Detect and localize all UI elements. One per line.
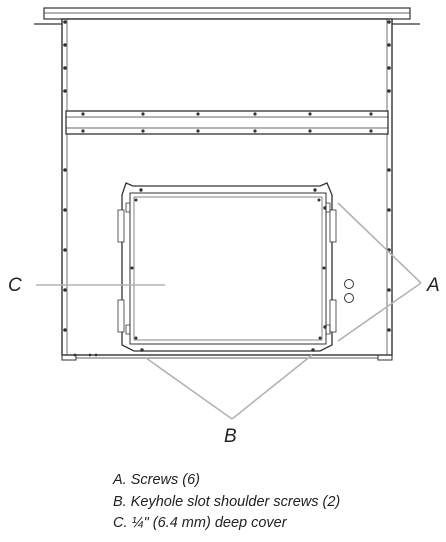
horizontal-bracket xyxy=(65,110,389,135)
callout-c: C xyxy=(8,275,22,296)
leader-lines xyxy=(36,202,422,420)
deep-cover xyxy=(117,182,337,356)
legend-item-b: B. Keyhole slot shoulder screws (2) xyxy=(113,493,341,510)
callout-a: A xyxy=(426,275,440,296)
knockout-holes xyxy=(344,279,354,303)
legend: A. Screws (6) B. Keyhole slot shoulder s… xyxy=(113,470,340,535)
callout-b: B xyxy=(224,426,237,447)
legend-item-c: C. ¼" (6.4 mm) deep cover xyxy=(113,515,287,531)
legend-item-a: A. Screws (6) xyxy=(113,472,201,488)
rail-screws xyxy=(63,20,391,357)
